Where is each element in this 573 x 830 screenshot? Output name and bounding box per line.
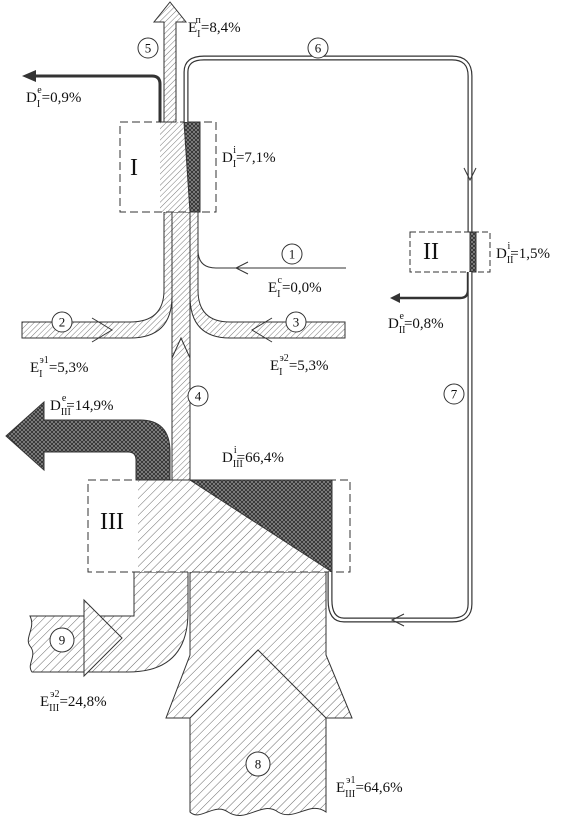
label-D-I-e: DIe=0,9% xyxy=(26,85,81,110)
zone-I-block xyxy=(119,121,217,213)
svg-text:9: 9 xyxy=(59,633,66,648)
svg-text:1: 1 xyxy=(289,247,296,262)
zone-III-block xyxy=(87,479,351,573)
svg-text:8: 8 xyxy=(255,757,262,772)
label-E-III-e1: EIIIэ1=64,6% xyxy=(336,775,403,800)
zone-III-label: III xyxy=(100,509,124,535)
stream-number-6: 6 xyxy=(307,37,329,59)
svg-text:4: 4 xyxy=(195,389,202,404)
stream-5-flow xyxy=(152,1,188,123)
zone-II-block xyxy=(409,231,491,273)
label-E-I-c: EIc=0,0% xyxy=(268,275,322,300)
stream-4-flow xyxy=(171,211,191,481)
svg-text:6: 6 xyxy=(315,41,322,56)
svg-text:3: 3 xyxy=(293,315,300,330)
stream-number-8: 8 xyxy=(245,751,271,777)
stream-number-7: 7 xyxy=(443,383,465,405)
label-E-I-e2: EIэ2=5,3% xyxy=(270,353,329,378)
stream-7-flow xyxy=(327,272,473,627)
stream-3-flow xyxy=(189,211,346,343)
stream-2-flow xyxy=(21,211,173,343)
label-D-II-i: DIIi=1,5% xyxy=(496,241,550,266)
stream-number-2: 2 xyxy=(51,311,73,333)
stream-number-9: 9 xyxy=(49,627,75,653)
stream-number-3: 3 xyxy=(285,311,307,333)
zone-II-label: II xyxy=(423,239,439,265)
label-D-II-e: DIIe=0,8% xyxy=(388,311,444,336)
value-labels: EIп=8,4% DIe=0,9% DIi=7,1% EIc=0,0% EIэ1… xyxy=(26,15,550,800)
stream-8-flow xyxy=(165,571,353,816)
label-E-III-e2: EIIIэ2=24,8% xyxy=(40,689,107,714)
D-III-e-flow xyxy=(5,400,171,481)
zone-I-label: I xyxy=(130,155,138,181)
stream-number-5: 5 xyxy=(137,37,159,59)
svg-text:2: 2 xyxy=(59,315,66,330)
svg-text:5: 5 xyxy=(145,41,152,56)
stream-number-1: 1 xyxy=(281,243,303,265)
label-D-III-i: DIIIi=66,4% xyxy=(222,445,284,470)
svg-text:7: 7 xyxy=(451,387,458,402)
stream-number-circles: 1 2 3 4 5 6 7 8 9 xyxy=(49,37,465,777)
D-I-e-flow xyxy=(22,70,162,122)
label-E-I-e1: EIэ1=5,3% xyxy=(30,355,89,380)
D-II-e-flow xyxy=(390,272,470,303)
stream-9-flow xyxy=(27,571,189,678)
label-E-I-p: EIп=8,4% xyxy=(188,15,241,40)
label-D-I-i: DIi=7,1% xyxy=(222,145,276,170)
stream-1-flow xyxy=(197,249,346,275)
stream-6-flow xyxy=(183,55,477,232)
label-D-III-e: DIIIe=14,9% xyxy=(50,393,114,418)
stream-number-4: 4 xyxy=(187,385,209,407)
